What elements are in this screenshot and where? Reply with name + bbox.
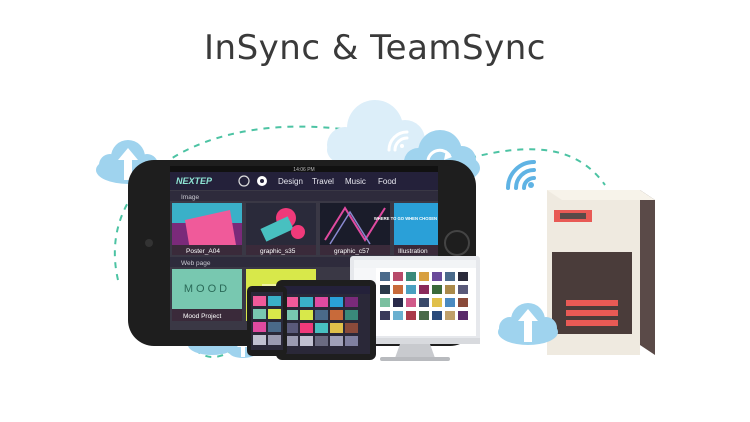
tablet-device: [276, 280, 376, 360]
svg-text:Illustration: Illustration: [398, 248, 428, 255]
svg-text:graphic_s35: graphic_s35: [260, 248, 296, 255]
nav-food[interactable]: Food: [378, 177, 396, 186]
nav-design[interactable]: Design: [278, 177, 303, 186]
thumb-poster[interactable]: Poster_A04: [172, 203, 242, 255]
globe-icon[interactable]: [238, 175, 250, 187]
diagram-title: InSync & TeamSync: [204, 28, 546, 68]
svg-text:Poster_A04: Poster_A04: [186, 248, 220, 255]
nav-travel[interactable]: Travel: [312, 177, 334, 186]
wifi-icon: [387, 130, 409, 152]
server-icon: [547, 190, 655, 355]
nav-music[interactable]: Music: [345, 177, 366, 186]
thumb-mood-project[interactable]: MOOD Mood Project: [172, 269, 242, 321]
thumb-graphic-s35[interactable]: graphic_s35: [246, 203, 316, 255]
svg-text:Mood Project: Mood Project: [183, 313, 221, 320]
thumb-graphic-c57[interactable]: graphic_c57: [320, 203, 390, 255]
svg-text:graphic_c57: graphic_c57: [334, 248, 370, 255]
section-image-label: Image: [181, 194, 199, 201]
svg-text:WHERE TO GO WHEN CHOSEN BY YOU: WHERE TO GO WHEN CHOSEN BY YOU: [374, 216, 454, 221]
app-logo: NEXTEP: [176, 176, 213, 186]
small-phone-device: [247, 286, 287, 356]
upload-cloud-icon: [498, 303, 558, 345]
section-web-label: Web page: [181, 260, 211, 267]
wifi-icon: [506, 160, 536, 190]
phone-status-time: 14:06 PM: [293, 167, 314, 173]
thumb-illustration[interactable]: WHERE TO GO WHEN CHOSEN BY YOU Illustrat…: [374, 203, 454, 255]
svg-text:MOOD: MOOD: [184, 283, 230, 295]
